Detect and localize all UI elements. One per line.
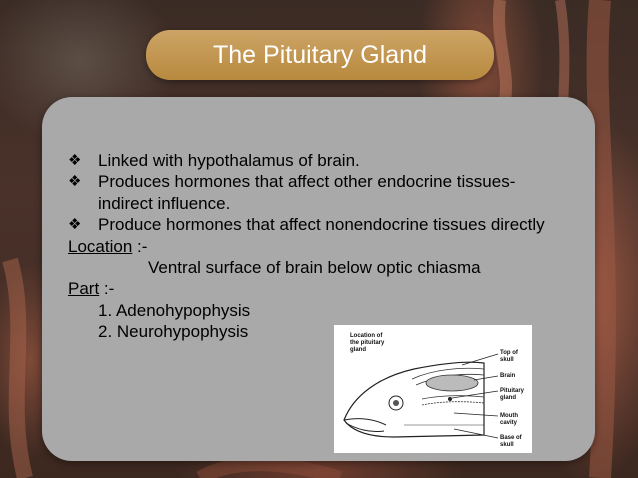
figure-label-pituitary-gland: Pituitary gland [500,388,525,401]
bullet-text: Produces hormones that affect other endo… [98,172,516,213]
figure-label-mouth-cavity: Mouth cavity [500,413,518,426]
pituitary-location-figure: Location of the pituitary gland Top of s… [334,325,532,453]
diamond-bullet-icon: ❖ [68,173,82,191]
bullet-text: Linked with hypothalamus of brain. [98,151,360,170]
location-text: Ventral surface of brain below optic chi… [148,258,481,278]
part-suffix: :- [99,279,115,299]
slide-title-bar: The Pituitary Gland [146,30,494,80]
figure-label-base-of-skull: Base of skull [500,435,522,448]
part-line: Part :- [68,278,588,299]
slide-content: ❖ Linked with hypothalamus of brain. ❖ P… [68,150,588,343]
bullet-item: ❖ Produce hormones that affect nonendocr… [68,214,588,235]
figure-label-top-of-skull: Top of skull [500,350,518,363]
slide-title: The Pituitary Gland [213,40,427,69]
figure-caption: Location of the pituitary gland [350,333,385,353]
bullet-item: ❖ Linked with hypothalamus of brain. [68,150,588,171]
fish-head-diagram [343,353,499,439]
bullet-item: ❖ Produces hormones that affect other en… [68,171,588,214]
bullet-text: Produce hormones that affect nonendocrin… [98,215,545,235]
diamond-bullet-icon: ❖ [68,216,82,234]
location-line: Location :- [68,236,588,257]
location-heading: Location [68,236,133,256]
diamond-bullet-icon: ❖ [68,152,82,169]
part-heading: Part [68,279,100,299]
location-suffix: :- [132,236,148,256]
figure-label-brain: Brain [500,373,516,379]
part-item: 2. Neurohypophysis [98,322,249,342]
part-item: 1. Adenohypophysis [98,300,251,320]
